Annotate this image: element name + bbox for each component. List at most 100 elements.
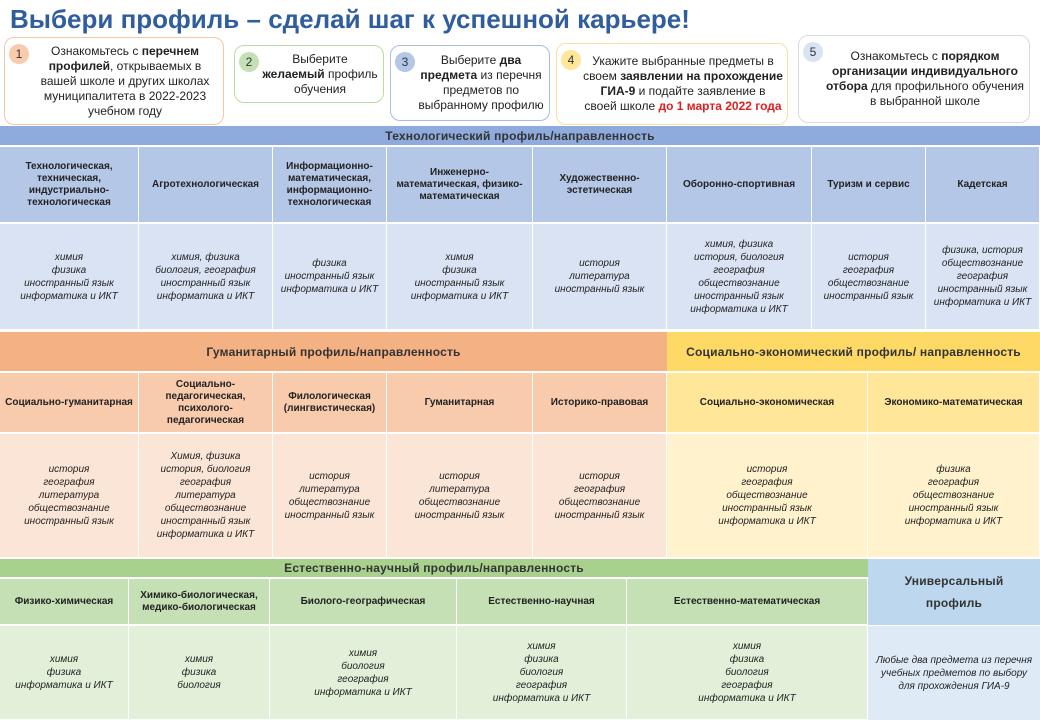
tech-direction-name-text: Технологическая, техническая, индустриал… [25, 160, 113, 208]
tech-direction-name-text: Информационно-математическая, информацио… [286, 160, 373, 208]
humanitarian-direction-subjects-text: история литература обществознание иностр… [414, 470, 505, 521]
natural-science-direction-name-text: Химико-биологическая, медико-биологическ… [140, 589, 258, 613]
humanitarian-direction-name: Историко-правовая [533, 373, 667, 433]
tech-direction-subjects: химия, физика история, биология географи… [667, 224, 812, 330]
tech-direction-subjects-text: история география обществознание иностра… [823, 251, 914, 302]
universal-profile-subjects: Любые два предмета из перечня учебных пр… [868, 626, 1040, 720]
humanitarian-direction-subjects: Химия, физика история, биология географи… [139, 434, 273, 558]
natural-science-direction-name: Естественно-математическая [627, 579, 868, 625]
humanitarian-direction-subjects-text: история география литература обществозна… [24, 464, 114, 527]
humanitarian-direction-subjects: история литература обществознание иностр… [273, 434, 387, 558]
tech-direction-subjects-text: химия, физика история, биология географи… [690, 238, 788, 315]
tech-direction-name: Технологическая, техническая, индустриал… [0, 147, 139, 223]
tech-profile-header-text: Технологический профиль/направленность [385, 128, 655, 143]
step-number-badge: 5 [803, 42, 823, 62]
tech-direction-name: Информационно-математическая, информацио… [273, 147, 387, 223]
socio-economic-direction-name: Экономико-математическая [868, 373, 1040, 433]
humanitarian-direction-subjects-text: история литература обществознание иностр… [284, 470, 375, 521]
natural-science-direction-subjects: химия физика информатика и ИКТ [0, 626, 129, 720]
tech-direction-subjects-text: химия, физика биология, география иностр… [155, 251, 256, 302]
natural-science-direction-subjects-text: химия физика биология [177, 654, 221, 691]
step-number-badge: 2 [239, 52, 259, 72]
natural-science-direction-name: Химико-биологическая, медико-биологическ… [129, 579, 270, 625]
tech-direction-subjects-text: химия физика иностранный язык информатик… [410, 251, 509, 302]
tech-direction-subjects: история литература иностранный язык [533, 224, 667, 330]
tech-direction-subjects: физика иностранный язык информатика и ИК… [273, 224, 387, 330]
humanitarian-direction-subjects: история география литература обществозна… [0, 434, 139, 558]
step-text: Ознакомьтесь с перечнем профилей, открыв… [40, 43, 210, 118]
natural-science-direction-name-text: Естественно-математическая [673, 595, 821, 607]
tech-direction-name: Оборонно-спортивная [667, 147, 812, 223]
humanitarian-direction-name: Гуманитарная [387, 373, 533, 433]
humanitarian-direction-subjects: история литература обществознание иностр… [387, 434, 533, 558]
humanitarian-direction-name-text: Социально-педагогическая, психолого-педа… [165, 378, 246, 426]
tech-direction-subjects: физика, история обществознание география… [926, 224, 1040, 330]
socio-economic-direction-subjects-text: история география обществознание иностра… [718, 464, 816, 527]
tech-direction-name: Художественно-эстетическая [533, 147, 667, 223]
tech-direction-name-text: Художественно-эстетическая [559, 172, 640, 196]
natural-science-direction-subjects: химия биология география информатика и И… [270, 626, 457, 720]
humanitarian-direction-name: Социально-гуманитарная [0, 373, 139, 433]
tech-direction-subjects: химия физика иностранный язык информатик… [387, 224, 533, 330]
humanitarian-direction-name-text: Гуманитарная [424, 396, 495, 408]
humanitarian-direction-name-text: Социально-гуманитарная [5, 396, 133, 408]
humanitarian-profile-header: Гуманитарный профиль/направленность [0, 332, 667, 372]
step-text: Выберите желаемый профиль обучения [262, 51, 378, 96]
step-text: Укажите выбранные предметы в своем заявл… [583, 54, 783, 113]
natural-science-direction-name-text: Естественно-научная [488, 595, 595, 607]
tech-direction-name: Инженерно-математическая, физико-математ… [387, 147, 533, 223]
natural-science-direction-subjects: химия физика биология география информат… [627, 626, 868, 720]
socio-economic-direction-subjects-text: физика география обществознание иностран… [904, 464, 1003, 527]
socio-economic-direction-subjects: история география обществознание иностра… [667, 434, 868, 558]
humanitarian-direction-subjects-text: история география обществознание иностра… [554, 470, 645, 521]
tech-profile-header: Технологический профиль/направленность [0, 126, 1040, 146]
tech-direction-name: Агротехнологическая [139, 147, 273, 223]
step-number-badge: 4 [561, 50, 581, 70]
tech-direction-name-text: Кадетская [957, 178, 1008, 190]
natural-science-direction-name: Физико-химическая [0, 579, 129, 625]
tech-direction-subjects-text: история литература иностранный язык [554, 258, 645, 295]
step-text: Выберите два предмета из перечня предмет… [418, 53, 544, 112]
socio-economic-direction-name-text: Социально-экономическая [699, 396, 835, 408]
socio-economic-profile-header-text: Социально-экономический профиль/ направл… [686, 344, 1021, 359]
natural-science-direction-subjects: химия физика биология [129, 626, 270, 720]
natural-science-profile-header: Естественно-научный профиль/направленнос… [0, 559, 868, 578]
natural-science-profile-header-text: Естественно-научный профиль/направленнос… [284, 561, 584, 575]
natural-science-direction-name: Естественно-научная [457, 579, 627, 625]
humanitarian-direction-subjects-text: Химия, физика история, биология географи… [156, 451, 255, 540]
natural-science-direction-subjects-text: химия физика биология география информат… [698, 641, 796, 704]
tech-direction-subjects-text: физика, история обществознание география… [933, 245, 1032, 308]
tech-direction-name: Кадетская [926, 147, 1040, 223]
tech-direction-subjects: химия, физика биология, география иностр… [139, 224, 273, 330]
humanitarian-direction-name: Филологическая (лингвистическая) [273, 373, 387, 433]
natural-science-direction-name-text: Физико-химическая [14, 595, 114, 607]
socio-economic-direction-name-text: Экономико-математическая [884, 396, 1023, 408]
humanitarian-direction-subjects: история география обществознание иностра… [533, 434, 667, 558]
tech-direction-name-text: Агротехнологическая [152, 178, 259, 190]
universal-profile-header: Универсальный профиль [868, 559, 1040, 625]
tech-direction-name-text: Оборонно-спортивная [682, 178, 796, 190]
humanitarian-direction-name-text: Филологическая (лингвистическая) [283, 390, 376, 414]
natural-science-direction-subjects: химия физика биология география информат… [457, 626, 627, 720]
socio-economic-profile-header: Социально-экономический профиль/ направл… [667, 332, 1040, 372]
step-number-badge: 3 [395, 52, 415, 72]
natural-science-direction-name: Биолого-географическая [270, 579, 457, 625]
humanitarian-profile-header-text: Гуманитарный профиль/направленность [206, 344, 461, 359]
step-text: Ознакомьтесь с порядком организации инди… [826, 49, 1024, 108]
natural-science-direction-name-text: Биолого-географическая [300, 595, 426, 607]
tech-direction-subjects: история география обществознание иностра… [812, 224, 926, 330]
tech-direction-subjects-text: химия физика иностранный язык информатик… [20, 251, 118, 302]
tech-direction-name-text: Туризм и сервис [827, 178, 910, 190]
natural-science-direction-subjects-text: химия физика биология география информат… [492, 641, 591, 704]
tech-direction-subjects: химия физика иностранный язык информатик… [0, 224, 139, 330]
natural-science-direction-subjects-text: химия физика информатика и ИКТ [15, 654, 113, 691]
natural-science-direction-subjects-text: химия биология география информатика и И… [314, 647, 412, 698]
humanitarian-direction-name: Социально-педагогическая, психолого-педа… [139, 373, 273, 433]
tech-direction-subjects-text: физика иностранный язык информатика и ИК… [280, 258, 379, 295]
socio-economic-direction-subjects: физика география обществознание иностран… [868, 434, 1040, 558]
socio-economic-direction-name: Социально-экономическая [667, 373, 868, 433]
